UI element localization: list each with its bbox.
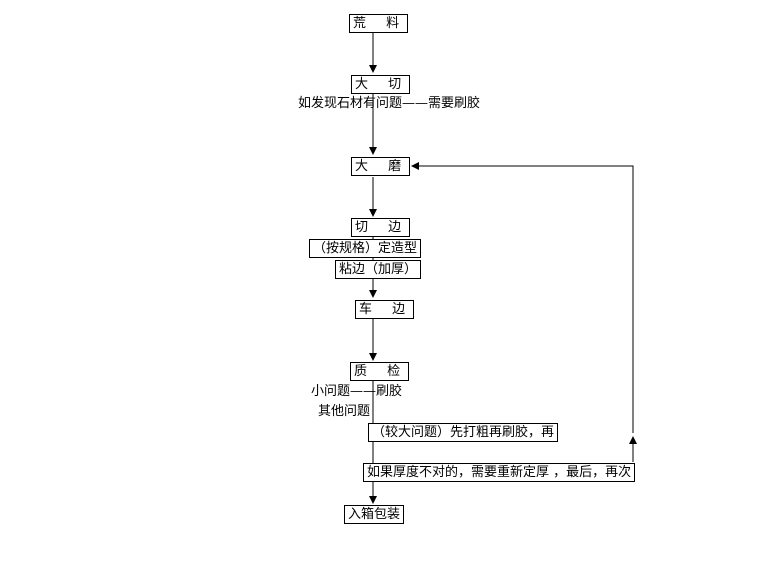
label-xiaowenti: 小问题——刷胶 — [311, 384, 403, 399]
node-zhanbian: 粘边（加厚） — [335, 260, 422, 279]
node-qiebian: 切 边 — [351, 218, 411, 237]
node-chebian: 车 边 — [355, 300, 415, 319]
label-faxian-shuajiao: 如发现石材有问题——需要刷胶 — [298, 96, 481, 111]
node-dawenti: （较大问题）先打粗再刷胶，再 — [368, 423, 559, 442]
node-dingzaoxing: （按规格）定造型 — [309, 239, 422, 258]
label-qitawenti: 其他问题 — [318, 404, 371, 419]
node-zhijian: 质 检 — [350, 362, 410, 381]
node-huangliao: 荒 料 — [349, 14, 409, 33]
loop-return-line — [411, 162, 634, 433]
node-houdu: 如果厚度不对的，需要重新定厚 ，最后，再次 — [363, 463, 636, 482]
node-daqie: 大 切 — [351, 75, 411, 94]
node-damo: 大 磨 — [351, 157, 411, 176]
node-rubao: 入箱包装 — [344, 505, 405, 524]
